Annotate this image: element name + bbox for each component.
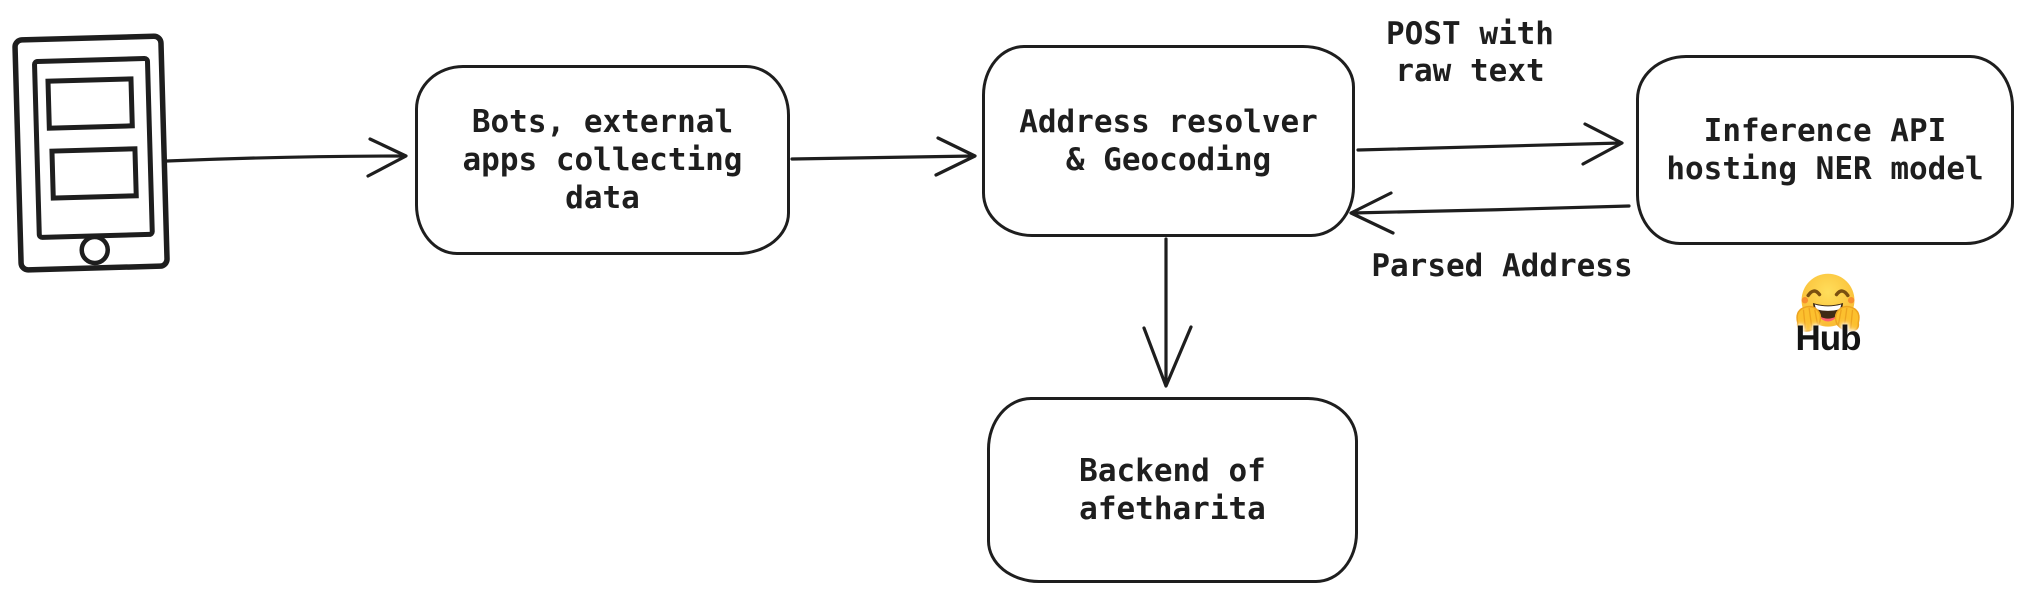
node-backend: Backend of afetharita xyxy=(987,397,1358,583)
arrow-bots-to-resolver xyxy=(790,136,977,177)
node-backend-label: Backend of afetharita xyxy=(1079,453,1266,527)
node-bots-label: Bots, external apps collecting data xyxy=(462,104,743,216)
arrow-inference-to-resolver xyxy=(1349,191,1631,235)
hugging-face-emoji xyxy=(1796,273,1860,332)
hub-badge: Hub xyxy=(1768,270,1888,356)
node-address-resolver: Address resolver & Geocoding xyxy=(982,45,1355,237)
edge-label-parsed-address: Parsed Address xyxy=(1371,248,1633,284)
node-address-resolver-label: Address resolver & Geocoding xyxy=(1019,104,1318,178)
arrow-resolver-to-inference xyxy=(1356,122,1624,166)
node-inference-api: Inference API hosting NER model xyxy=(1636,55,2014,245)
node-inference-api-label: Inference API hosting NER model xyxy=(1666,113,1984,187)
hub-label: Hub xyxy=(1795,319,1861,358)
arrow-resolver-to-backend xyxy=(1142,237,1193,388)
mobile-device-icon xyxy=(12,33,170,273)
node-bots: Bots, external apps collecting data xyxy=(415,65,790,255)
edge-label-post-raw-text: POST with raw text xyxy=(1386,16,1554,89)
arrow-phone-to-bots xyxy=(165,137,408,178)
